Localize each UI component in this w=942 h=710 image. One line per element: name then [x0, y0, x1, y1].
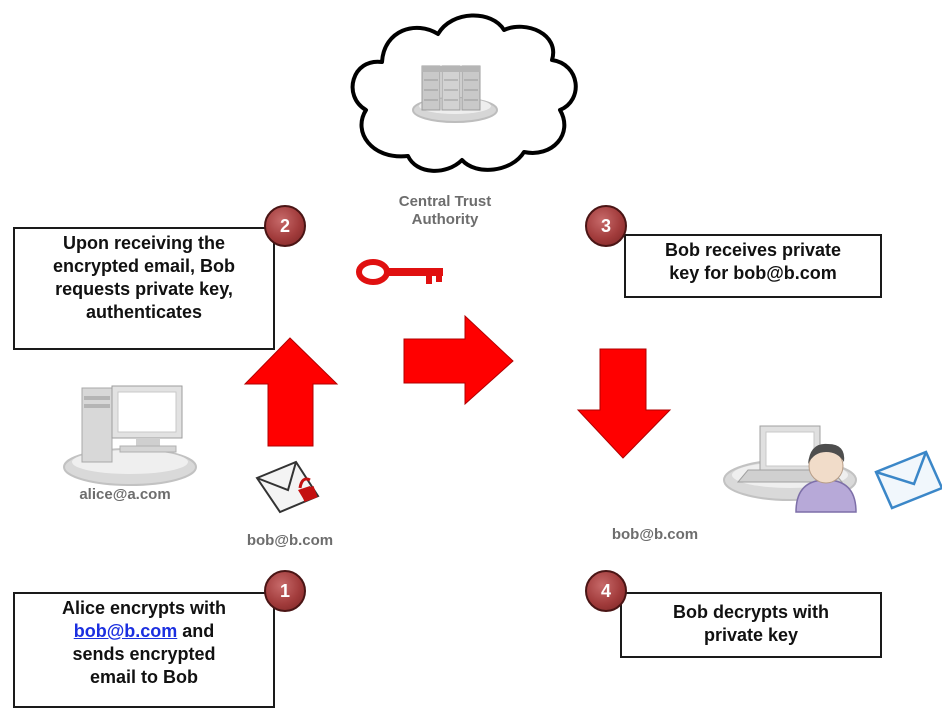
authority-label: Central Trust Authority [380, 193, 510, 229]
step-2-line-3: requests private key, [55, 279, 233, 299]
step-1-line-4: email to Bob [89, 667, 198, 687]
bob-address-right: bob@b.com [611, 526, 699, 543]
bob-email-link[interactable]: bob@b.com [73, 621, 178, 641]
step-2-line-1: Upon receiving the [62, 233, 226, 253]
step-1-line-1: Alice encrypts with [61, 598, 227, 618]
alice-address: alice@a.com [79, 486, 171, 503]
step-2-box: Upon receiving the encrypted email, Bob … [13, 227, 275, 350]
step-4-badge: 4 [585, 570, 627, 612]
step-4-box: Bob decrypts with private key [620, 592, 882, 658]
step-4-line-1: Bob decrypts with [672, 602, 829, 622]
step-1-line-2-rest: and [177, 621, 215, 641]
step-1-line-3: sends encrypted [72, 644, 216, 664]
step-1-box: Alice encrypts with bob@b.com and sends … [13, 592, 275, 708]
step-1-line-2: bob@b.com and [15, 620, 273, 643]
step-3-line-1: Bob receives private [664, 240, 842, 260]
step-3-badge: 3 [585, 205, 627, 247]
step-1-badge: 1 [264, 570, 306, 612]
authority-label-line2: Authority [411, 211, 479, 228]
authority-label-line1: Central Trust [398, 193, 492, 210]
step-3-box: Bob receives private key for bob@b.com [624, 234, 882, 298]
step-4-line-2: private key [703, 625, 799, 645]
step-2-line-2: encrypted email, Bob [52, 256, 236, 276]
step-3-line-2: key for bob@b.com [669, 263, 837, 283]
bob-address-left: bob@b.com [246, 532, 334, 549]
step-2-line-4: authenticates [85, 302, 203, 322]
step-2-badge: 2 [264, 205, 306, 247]
